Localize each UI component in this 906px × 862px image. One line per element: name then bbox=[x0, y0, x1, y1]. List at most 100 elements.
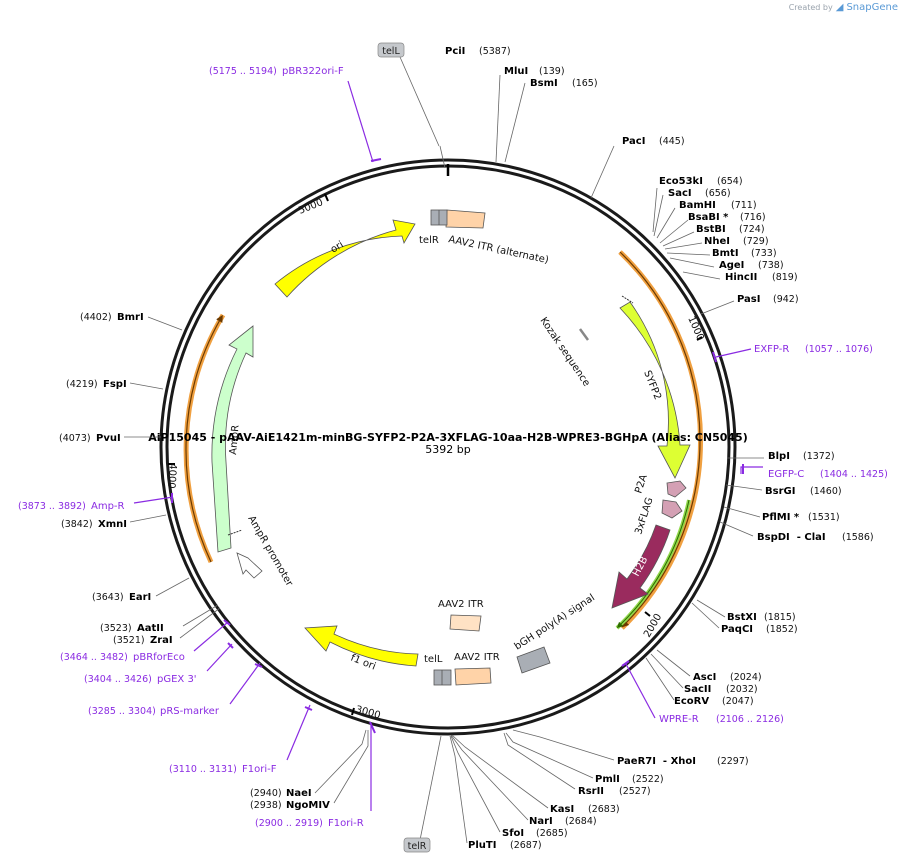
svg-text:PvuI: PvuI bbox=[96, 433, 121, 444]
primer-pbr322ori-f[interactable]: (5175 .. 5194)pBR322ori-F bbox=[209, 66, 344, 77]
f1ori-arrow[interactable]: f1 ori bbox=[304, 625, 419, 673]
primer-prs-marker[interactable]: (3285 .. 3304)pRS-marker bbox=[88, 706, 220, 717]
enzyme-sfoi[interactable]: SfoI(2685) bbox=[502, 828, 568, 839]
ori-arrow[interactable]: ori bbox=[274, 219, 416, 298]
enzyme-hincii[interactable]: HincII(819) bbox=[725, 272, 798, 283]
primer-pgex-3[interactable]: (3404 .. 3426)pGEX 3' bbox=[84, 674, 197, 685]
enzyme-paqci[interactable]: PaqCI(1852) bbox=[721, 624, 798, 635]
tell-box[interactable]: telL bbox=[424, 654, 452, 686]
enzyme-aatii[interactable]: (3523)AatII bbox=[100, 623, 164, 634]
enzyme-xmni[interactable]: (3842)XmnI bbox=[61, 519, 127, 530]
svg-text:(2527): (2527) bbox=[619, 786, 651, 797]
svg-text:BspDI - ClaI: BspDI - ClaI bbox=[757, 532, 826, 543]
enzyme-nari[interactable]: NarI(2684) bbox=[529, 816, 597, 827]
enzyme-bsrgi[interactable]: BsrGI(1460) bbox=[765, 486, 842, 497]
p2a-arrow[interactable]: P2A bbox=[633, 473, 687, 498]
enzyme-asci[interactable]: AscI(2024) bbox=[693, 672, 762, 683]
enzyme-ngomiv[interactable]: (2938)NgoMIV bbox=[250, 800, 330, 811]
svg-text:AatII: AatII bbox=[137, 623, 164, 634]
enzyme-eari[interactable]: (3643)EarI bbox=[92, 592, 151, 603]
enzyme-blpi[interactable]: BlpI(1372) bbox=[768, 451, 835, 462]
svg-text:(729): (729) bbox=[743, 236, 769, 247]
syfp2-arrow[interactable]: SYFP2 bbox=[619, 295, 691, 479]
svg-text:pRS-marker: pRS-marker bbox=[160, 706, 220, 717]
svg-text:pBR322ori-F: pBR322ori-F bbox=[282, 66, 344, 77]
primer-egfp-c[interactable]: EGFP-C(1404 .. 1425) bbox=[768, 469, 888, 480]
svg-text:(2024): (2024) bbox=[730, 672, 762, 683]
svg-text:EcoRV: EcoRV bbox=[674, 696, 709, 707]
enzyme-pcii[interactable]: PciI(5387) bbox=[445, 46, 511, 57]
svg-text:PmlI: PmlI bbox=[595, 774, 620, 785]
enzyme-ecorv[interactable]: EcoRV(2047) bbox=[674, 696, 754, 707]
enzyme-bstxi[interactable]: BstXI(1815) bbox=[727, 612, 796, 623]
enzyme-mlui[interactable]: MluI(139) bbox=[504, 66, 565, 77]
enzyme-sacii[interactable]: SacII(2032) bbox=[684, 684, 758, 695]
primer-wpre-r[interactable]: WPRE-R(2106 .. 2126) bbox=[659, 714, 784, 725]
svg-text:(4219): (4219) bbox=[66, 379, 98, 390]
enzyme-pflmi[interactable]: PflMI *(1531) bbox=[762, 512, 840, 523]
svg-text:PflMI *: PflMI * bbox=[762, 512, 800, 523]
primer-f1ori-f[interactable]: (3110 .. 3131)F1ori-F bbox=[169, 764, 277, 775]
svg-text:SfoI: SfoI bbox=[502, 828, 524, 839]
svg-text:telR: telR bbox=[408, 841, 427, 852]
svg-text:(2940): (2940) bbox=[250, 788, 282, 799]
enzyme-fspi[interactable]: (4219)FspI bbox=[66, 379, 127, 390]
svg-text:(942): (942) bbox=[773, 294, 799, 305]
enzyme-bsmi[interactable]: BsmI(165) bbox=[530, 78, 598, 89]
enzyme-pluti[interactable]: PluTI(2687) bbox=[468, 840, 542, 851]
svg-text:(2900 .. 2919): (2900 .. 2919) bbox=[255, 818, 323, 829]
enzyme-bsabi[interactable]: BsaBI *(716) bbox=[688, 212, 766, 223]
primer-pbrforeco[interactable]: (3464 .. 3482)pBRforEco bbox=[60, 652, 185, 663]
enzyme-nhei[interactable]: NheI(729) bbox=[704, 236, 769, 247]
ampr-arrow[interactable]: AmpR bbox=[211, 325, 254, 553]
svg-text:BsrGI: BsrGI bbox=[765, 486, 795, 497]
enzyme-bspdi-clai[interactable]: BspDI - ClaI(1586) bbox=[757, 532, 874, 543]
enzyme-paer7i-xhoi[interactable]: PaeR7I - XhoI(2297) bbox=[617, 756, 749, 767]
enzyme-saci[interactable]: SacI(656) bbox=[668, 188, 731, 199]
enzyme-naei[interactable]: (2940)NaeI bbox=[250, 788, 312, 799]
enzyme-kasi[interactable]: KasI(2683) bbox=[550, 804, 620, 815]
svg-text:(733): (733) bbox=[751, 248, 777, 259]
tag-tell[interactable]: telL bbox=[377, 42, 405, 58]
svg-text:Amp-R: Amp-R bbox=[91, 501, 125, 512]
h2b-arrow[interactable]: H2B bbox=[611, 524, 671, 609]
svg-text:(1815): (1815) bbox=[764, 612, 796, 623]
primer-amp-r[interactable]: (3873 .. 3892)Amp-R bbox=[18, 501, 125, 512]
enzyme-bamhi[interactable]: BamHI(711) bbox=[679, 200, 757, 211]
itr-bottom-box[interactable]: AAV2 ITR bbox=[454, 652, 500, 686]
primer-f1ori-r[interactable]: (2900 .. 2919)F1ori-R bbox=[255, 818, 364, 829]
snapgene-brand: Created by ◢ SnapGene bbox=[789, 2, 898, 13]
telr-feature-label: telR bbox=[419, 235, 439, 246]
tick-4000: 4000 bbox=[165, 463, 178, 489]
svg-text:(2687): (2687) bbox=[510, 840, 542, 851]
itr-alternate-box[interactable]: AAV2 ITR (alternate) bbox=[445, 209, 550, 266]
svg-text:(3464 .. 3482): (3464 .. 3482) bbox=[60, 652, 128, 663]
svg-text:NarI: NarI bbox=[529, 816, 553, 827]
enzyme-pmli[interactable]: PmlI(2522) bbox=[595, 774, 664, 785]
polya-box[interactable]: bGH poly(A) signal bbox=[513, 592, 597, 674]
itr-inner-box[interactable]: AAV2 ITR bbox=[438, 599, 484, 632]
enzyme-bstbi[interactable]: BstBI(724) bbox=[696, 224, 765, 235]
svg-text:AgeI: AgeI bbox=[719, 260, 744, 271]
primer-exfp-r[interactable]: EXFP-R(1057 .. 1076) bbox=[754, 344, 873, 355]
enzyme-agei[interactable]: AgeI(738) bbox=[719, 260, 784, 271]
enzyme-zrai[interactable]: (3521)ZraI bbox=[113, 635, 173, 646]
svg-text:(3110 .. 3131): (3110 .. 3131) bbox=[169, 764, 237, 775]
svg-text:XmnI: XmnI bbox=[98, 519, 127, 530]
enzyme-bmti[interactable]: BmtI(733) bbox=[712, 248, 777, 259]
enzyme-pasi[interactable]: PasI (942) bbox=[737, 294, 799, 305]
enzyme-eco53ki[interactable]: Eco53kI(654) bbox=[659, 176, 743, 187]
tag-telr[interactable]: telR bbox=[403, 837, 431, 853]
telr-box[interactable]: telR bbox=[419, 209, 448, 246]
enzyme-pvui[interactable]: (4073)PvuI bbox=[59, 433, 121, 444]
promoter-arrow[interactable]: AmpR promoter bbox=[236, 514, 295, 589]
svg-text:(3643): (3643) bbox=[92, 592, 124, 603]
svg-text:PasI: PasI bbox=[737, 294, 760, 305]
enzyme-paci[interactable]: PacI(445) bbox=[622, 136, 685, 147]
svg-text:SacII: SacII bbox=[684, 684, 711, 695]
svg-text:EGFP-C: EGFP-C bbox=[768, 469, 804, 480]
p2a-label: P2A bbox=[633, 473, 649, 495]
enzyme-bmri[interactable]: (4402)BmrI bbox=[80, 312, 144, 323]
enzyme-rsrii[interactable]: RsrII(2527) bbox=[578, 786, 651, 797]
svg-text:(2938): (2938) bbox=[250, 800, 282, 811]
